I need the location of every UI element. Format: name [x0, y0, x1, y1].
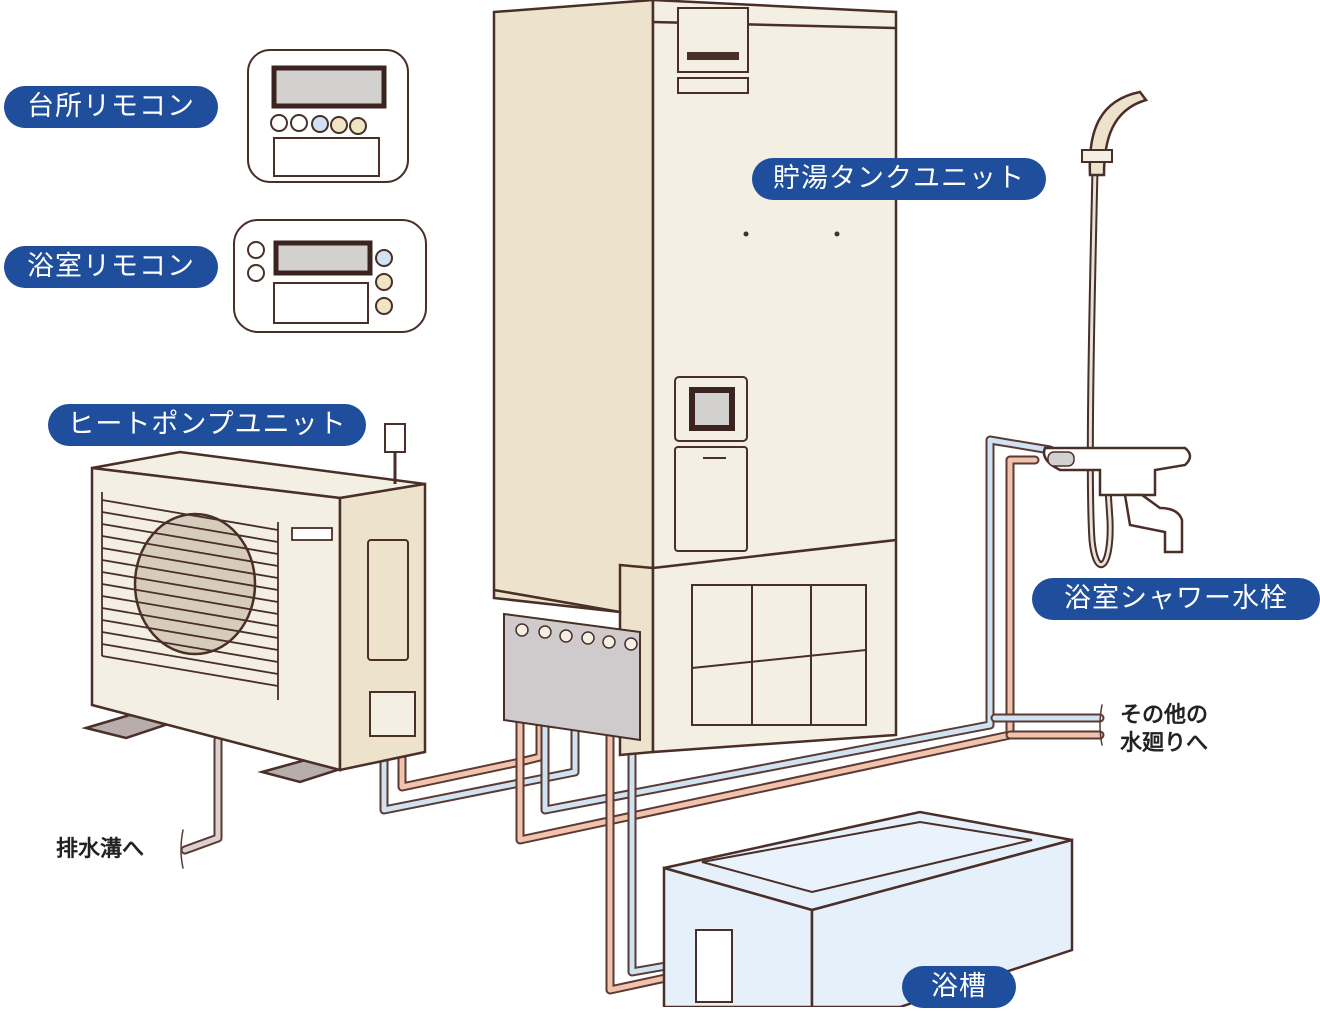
- tank-cover-door: [674, 446, 748, 552]
- tank-logo-panel: [677, 7, 749, 73]
- kitchen-remote-button: [349, 117, 367, 135]
- tank-screw: [834, 231, 840, 237]
- pipe-tank-to-shower-cold: [540, 435, 1055, 815]
- bathroom-remote: [233, 219, 427, 333]
- heat-pump-sensor: [384, 423, 406, 453]
- bathroom-shower-faucet: [1042, 90, 1192, 568]
- kitchen-remote-button: [330, 116, 348, 134]
- bathtub-adapter: [695, 929, 733, 1003]
- label-hot-water-tank-unit: 貯湯タンクユニット: [752, 158, 1046, 200]
- heat-pump-louvers: [101, 492, 279, 700]
- note-other-water-points: その他の 水廻りへ: [1120, 702, 1208, 758]
- tank-lower-grid-panel: [691, 584, 867, 726]
- shower-holder: [1081, 149, 1113, 163]
- faucet-spout: [1123, 493, 1184, 554]
- bathroom-remote-button: [375, 249, 393, 267]
- kitchen-remote-button: [270, 114, 288, 132]
- kitchen-remote-button: [290, 114, 308, 132]
- tank-side-face: [492, 0, 655, 757]
- bathroom-remote-button: [247, 264, 265, 282]
- heat-pump-nameplate: [291, 527, 333, 541]
- heat-pump-terminal-box: [369, 691, 416, 737]
- bathroom-remote-button: [375, 273, 393, 291]
- bathtub-inner: [701, 820, 1033, 894]
- note-other-water-line2: 水廻りへ: [1120, 731, 1209, 756]
- pipe-to-other-water-points: [990, 704, 1105, 746]
- bathroom-remote-button: [375, 297, 393, 315]
- tank-logo-icon: [687, 52, 739, 60]
- faucet-body: [1042, 446, 1192, 497]
- tank-screw: [743, 231, 749, 237]
- kitchen-remote-cover: [273, 137, 380, 177]
- heat-pump-unit: [81, 423, 427, 784]
- label-bathtub: 浴槽: [902, 966, 1016, 1008]
- label-heat-pump-unit: ヒートポンプユニット: [48, 404, 366, 446]
- bathroom-remote-button: [247, 241, 265, 259]
- label-kitchen-remote: 台所リモコン: [4, 86, 218, 128]
- heat-pump-side-cover: [367, 539, 409, 661]
- hot-water-tank-unit: [492, 0, 898, 757]
- tank-label-plate: [677, 77, 749, 94]
- tank-pipe-connectors: [515, 623, 638, 651]
- tank-display: [689, 387, 735, 431]
- bathroom-remote-display: [273, 240, 373, 276]
- pipe-drain: [180, 735, 223, 869]
- note-other-water-line1: その他の: [1120, 703, 1209, 728]
- note-drain: 排水溝へ: [56, 837, 145, 862]
- kitchen-remote-button: [311, 115, 329, 133]
- bathroom-remote-cover: [273, 282, 369, 324]
- faucet-handle: [1047, 451, 1075, 467]
- kitchen-remote-display: [271, 65, 387, 109]
- label-bathroom-shower-faucet: 浴室シャワー水栓: [1032, 578, 1320, 620]
- label-bathroom-remote: 浴室リモコン: [4, 246, 218, 288]
- kitchen-remote: [247, 49, 409, 183]
